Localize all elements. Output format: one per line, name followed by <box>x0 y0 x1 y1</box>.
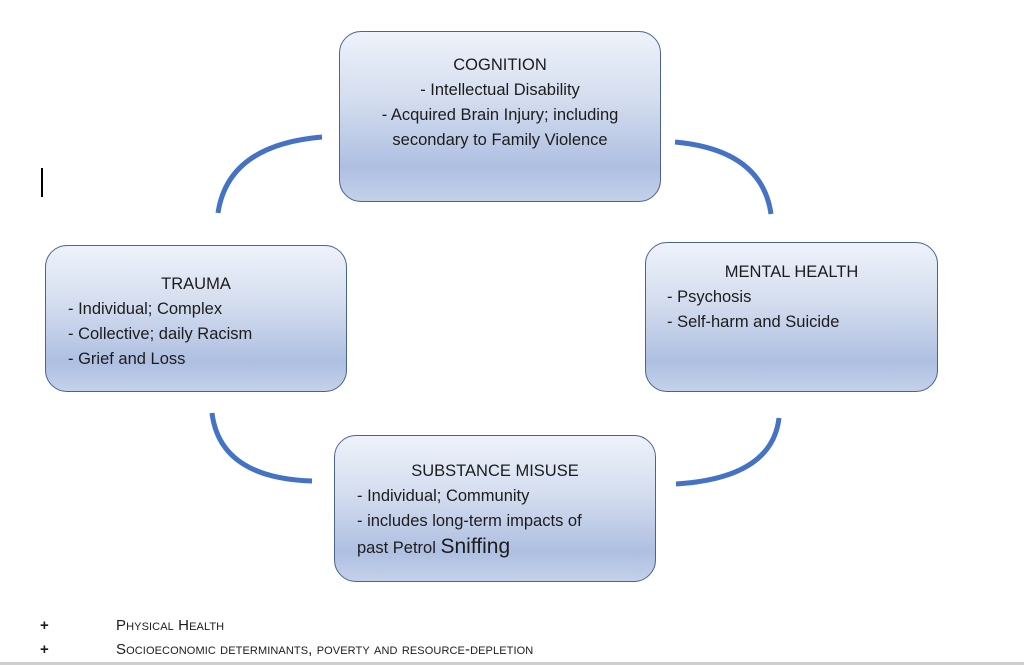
box-line: - Individual; Community <box>357 487 530 505</box>
box-line-prefix: past Petrol <box>357 539 441 557</box>
box-line: - Intellectual Disability <box>420 81 580 99</box>
box-line: - Individual; Complex <box>68 300 223 318</box>
box-line: - Grief and Loss <box>68 350 186 368</box>
box-line: - Acquired Brain Injury; including <box>381 106 619 124</box>
box-line: past Petrol Sniffing <box>357 534 655 561</box>
arc-mental-health-to-substance <box>675 417 782 487</box>
box-line-emphasis: Sniffing <box>440 535 511 558</box>
box-line: - Collective; daily Racism <box>68 325 253 343</box>
box-line: - Self-harm and Suicide <box>667 313 840 331</box>
box-mental-health: MENTAL HEALTH - Psychosis - Self-harm an… <box>645 242 938 392</box>
box-substance-misuse: SUBSTANCE MISUSE - Individual; Community… <box>334 435 656 582</box>
text-cursor <box>41 168 43 197</box>
plus-icon: + <box>40 617 49 634</box>
box-trauma: TRAUMA - Individual; Complex - Collectiv… <box>45 245 347 392</box>
arc-cognition-to-mental-health <box>674 139 774 215</box>
page-edge-divider <box>0 662 1024 665</box>
plus-icon: + <box>40 641 49 658</box>
box-title: TRAUMA <box>161 275 231 293</box>
arc-trauma-to-cognition <box>215 134 323 214</box>
arc-substance-to-trauma <box>209 412 313 484</box>
footer-label: Physical Health <box>116 617 225 634</box>
box-line: - includes long-term impacts of <box>357 512 582 530</box>
box-title: SUBSTANCE MISUSE <box>411 462 579 480</box>
box-title: MENTAL HEALTH <box>724 263 859 281</box>
box-line: secondary to Family Violence <box>392 131 608 149</box>
box-cognition: COGNITION - Intellectual Disability - Ac… <box>339 31 661 202</box>
box-title: COGNITION <box>453 56 547 74</box>
footer-label: Socioeconomic determinants, poverty and … <box>116 641 534 658</box>
box-line: - Psychosis <box>667 288 752 306</box>
